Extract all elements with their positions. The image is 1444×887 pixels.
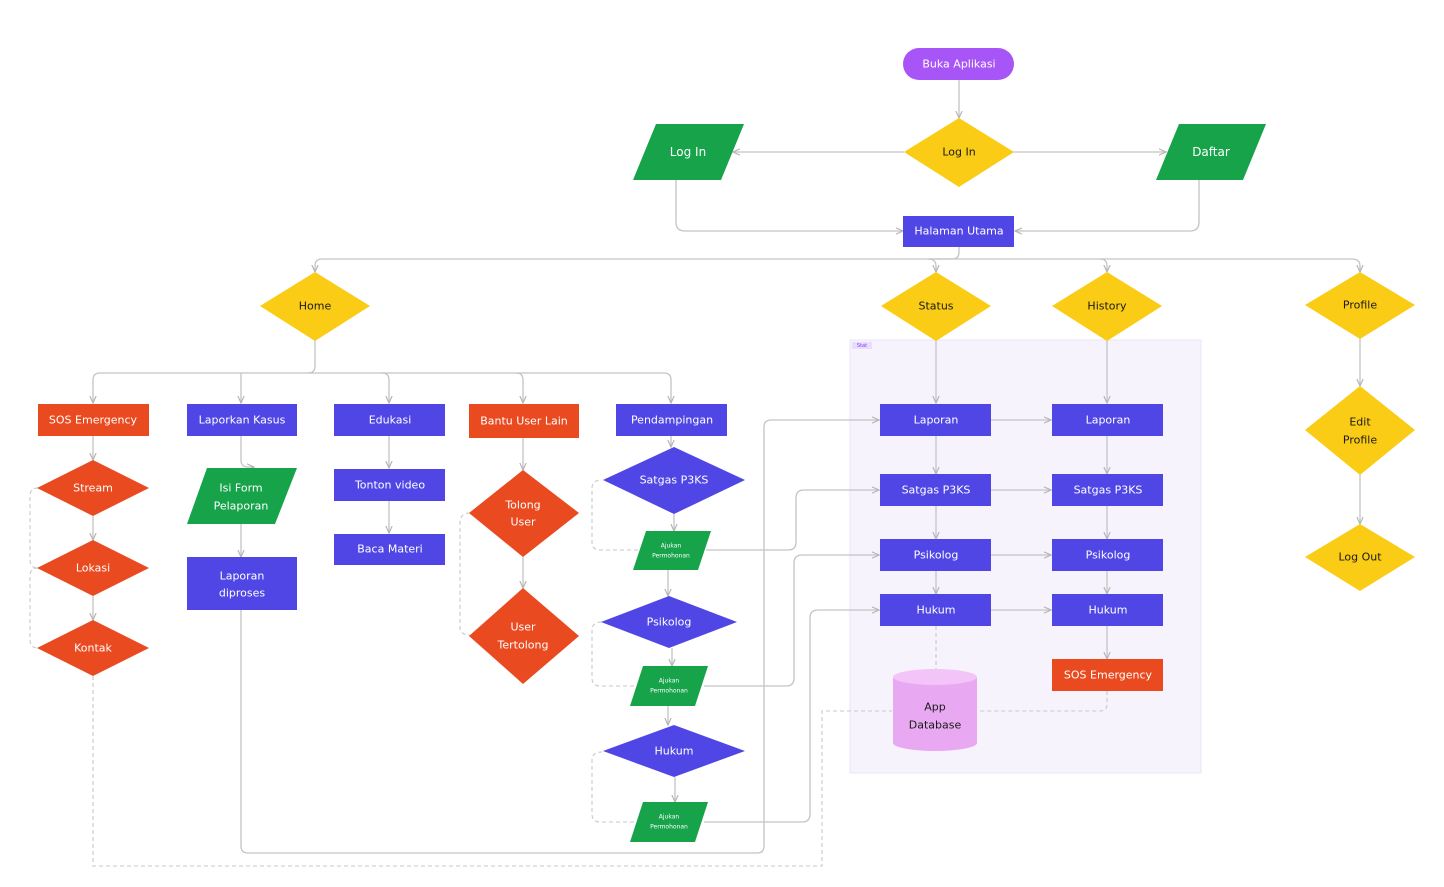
node-isi-form-line2: Pelaporan [214, 500, 269, 513]
node-profile-label: Profile [1343, 299, 1377, 312]
node-log-out[interactable]: Log Out [1305, 524, 1415, 591]
node-app-database-line1: App [924, 701, 946, 714]
node-lokasi-label: Lokasi [76, 562, 110, 575]
node-history-satgas[interactable]: Satgas P3KS [1052, 474, 1163, 506]
node-tolong-user[interactable]: Tolong User [469, 470, 579, 557]
node-isi-form-line1: Isi Form [219, 482, 262, 495]
node-stream[interactable]: Stream [37, 460, 149, 516]
node-isi-form[interactable]: Isi Form Pelaporan [187, 468, 297, 524]
node-home-label: Home [299, 300, 332, 313]
node-pendampingan[interactable]: Pendampingan [616, 404, 727, 436]
node-kontak[interactable]: Kontak [37, 620, 149, 676]
node-halaman-utama-label: Halaman Utama [914, 225, 1003, 238]
node-satgas-decision-label: Satgas P3KS [640, 474, 709, 487]
node-user-tertolong[interactable]: User Tertolong [469, 588, 579, 684]
node-login-input-label: Log In [670, 145, 706, 159]
node-psikolog-decision-label: Psikolog [647, 616, 692, 629]
node-laporan-diproses-line1: Laporan [220, 570, 265, 583]
node-status-satgas[interactable]: Satgas P3KS [880, 474, 991, 506]
node-status-hukum-label: Hukum [917, 604, 956, 617]
node-ajukan-1-line1: Ajukan [661, 543, 682, 550]
node-ajukan-3-line1: Ajukan [659, 814, 680, 821]
node-sos-emergency[interactable]: SOS Emergency [38, 404, 149, 436]
node-ajukan-permohonan-2[interactable]: Ajukan Permohonan [630, 666, 708, 706]
node-history-sos-emergency-label: SOS Emergency [1064, 669, 1153, 682]
node-status-psikolog-label: Psikolog [914, 549, 959, 562]
node-history-laporan-label: Laporan [1086, 414, 1131, 427]
node-sos-emergency-label: SOS Emergency [49, 414, 138, 427]
node-app-database-line2: Database [909, 719, 962, 732]
node-ajukan-1-line2: Permohonan [652, 553, 690, 560]
node-history-psikolog-label: Psikolog [1086, 549, 1131, 562]
node-bantu-user-lain[interactable]: Bantu User Lain [469, 404, 579, 438]
node-status-laporan-label: Laporan [914, 414, 959, 427]
node-tonton-video-label: Tonton video [354, 479, 425, 492]
node-ajukan-permohonan-1[interactable]: Ajukan Permohonan [633, 531, 711, 570]
node-daftar[interactable]: Daftar [1156, 124, 1266, 180]
node-history-laporan[interactable]: Laporan [1052, 404, 1163, 436]
node-hukum-decision[interactable]: Hukum [603, 725, 745, 777]
node-daftar-label: Daftar [1192, 145, 1230, 159]
node-history-satgas-label: Satgas P3KS [1074, 484, 1143, 497]
node-buka-aplikasi[interactable]: Buka Aplikasi [903, 48, 1014, 80]
node-status-psikolog[interactable]: Psikolog [880, 539, 991, 571]
node-profile[interactable]: Profile [1305, 272, 1415, 339]
node-satgas-decision[interactable]: Satgas P3KS [603, 447, 745, 514]
node-tonton-video[interactable]: Tonton video [334, 469, 445, 501]
node-log-out-label: Log Out [1338, 551, 1382, 564]
node-ajukan-permohonan-3[interactable]: Ajukan Permohonan [630, 802, 708, 842]
frame-tag [852, 342, 872, 349]
node-tolong-user-line2: User [510, 516, 536, 529]
node-buka-aplikasi-label: Buka Aplikasi [922, 58, 995, 71]
node-history-hukum-label: Hukum [1089, 604, 1128, 617]
node-history-psikolog[interactable]: Psikolog [1052, 539, 1163, 571]
node-ajukan-2-line2: Permohonan [650, 688, 688, 695]
node-bantu-user-lain-label: Bantu User Lain [480, 415, 568, 428]
node-halaman-utama[interactable]: Halaman Utama [903, 216, 1014, 247]
node-hukum-decision-label: Hukum [655, 745, 694, 758]
node-edit-profile-line2: Profile [1343, 434, 1377, 447]
node-edit-profile[interactable]: Edit Profile [1305, 386, 1415, 475]
node-login-input[interactable]: Log In [633, 124, 744, 180]
node-status-label: Status [918, 300, 953, 313]
node-edukasi[interactable]: Edukasi [334, 404, 445, 436]
node-app-database[interactable]: App Database [893, 669, 977, 751]
node-status-hukum[interactable]: Hukum [880, 594, 991, 626]
node-stream-label: Stream [73, 482, 113, 495]
node-status[interactable]: Status [881, 272, 991, 341]
node-laporan-diproses[interactable]: Laporan diproses [187, 557, 297, 610]
node-baca-materi-label: Baca Materi [357, 543, 422, 556]
node-psikolog-decision[interactable]: Psikolog [601, 596, 737, 648]
node-status-laporan[interactable]: Laporan [880, 404, 991, 436]
node-status-satgas-label: Satgas P3KS [902, 484, 971, 497]
node-history-hukum[interactable]: Hukum [1052, 594, 1163, 626]
node-laporkan-kasus-label: Laporkan Kasus [199, 414, 286, 427]
node-laporan-diproses-line2: diproses [219, 587, 266, 600]
node-pendampingan-label: Pendampingan [631, 414, 713, 427]
node-home[interactable]: Home [260, 272, 370, 341]
node-user-tertolong-line1: User [510, 621, 536, 634]
node-ajukan-2-line1: Ajukan [659, 678, 680, 685]
node-kontak-label: Kontak [74, 642, 112, 655]
node-history-sos-emergency[interactable]: SOS Emergency [1052, 659, 1163, 691]
edges [29, 80, 1360, 867]
node-tolong-user-line1: Tolong [504, 499, 540, 512]
node-history[interactable]: History [1052, 272, 1162, 341]
node-baca-materi[interactable]: Baca Materi [334, 534, 445, 565]
node-user-tertolong-line2: Tertolong [497, 639, 549, 652]
node-login-decision[interactable]: Log In [904, 118, 1014, 187]
node-ajukan-3-line2: Permohonan [650, 824, 688, 831]
node-edukasi-label: Edukasi [369, 414, 412, 427]
node-laporkan-kasus[interactable]: Laporkan Kasus [187, 404, 297, 436]
node-history-label: History [1087, 300, 1127, 313]
node-lokasi[interactable]: Lokasi [37, 540, 149, 596]
frame-tag-label: Stat [857, 343, 867, 349]
node-login-decision-label: Log In [942, 146, 975, 159]
node-edit-profile-line1: Edit [1349, 416, 1371, 429]
